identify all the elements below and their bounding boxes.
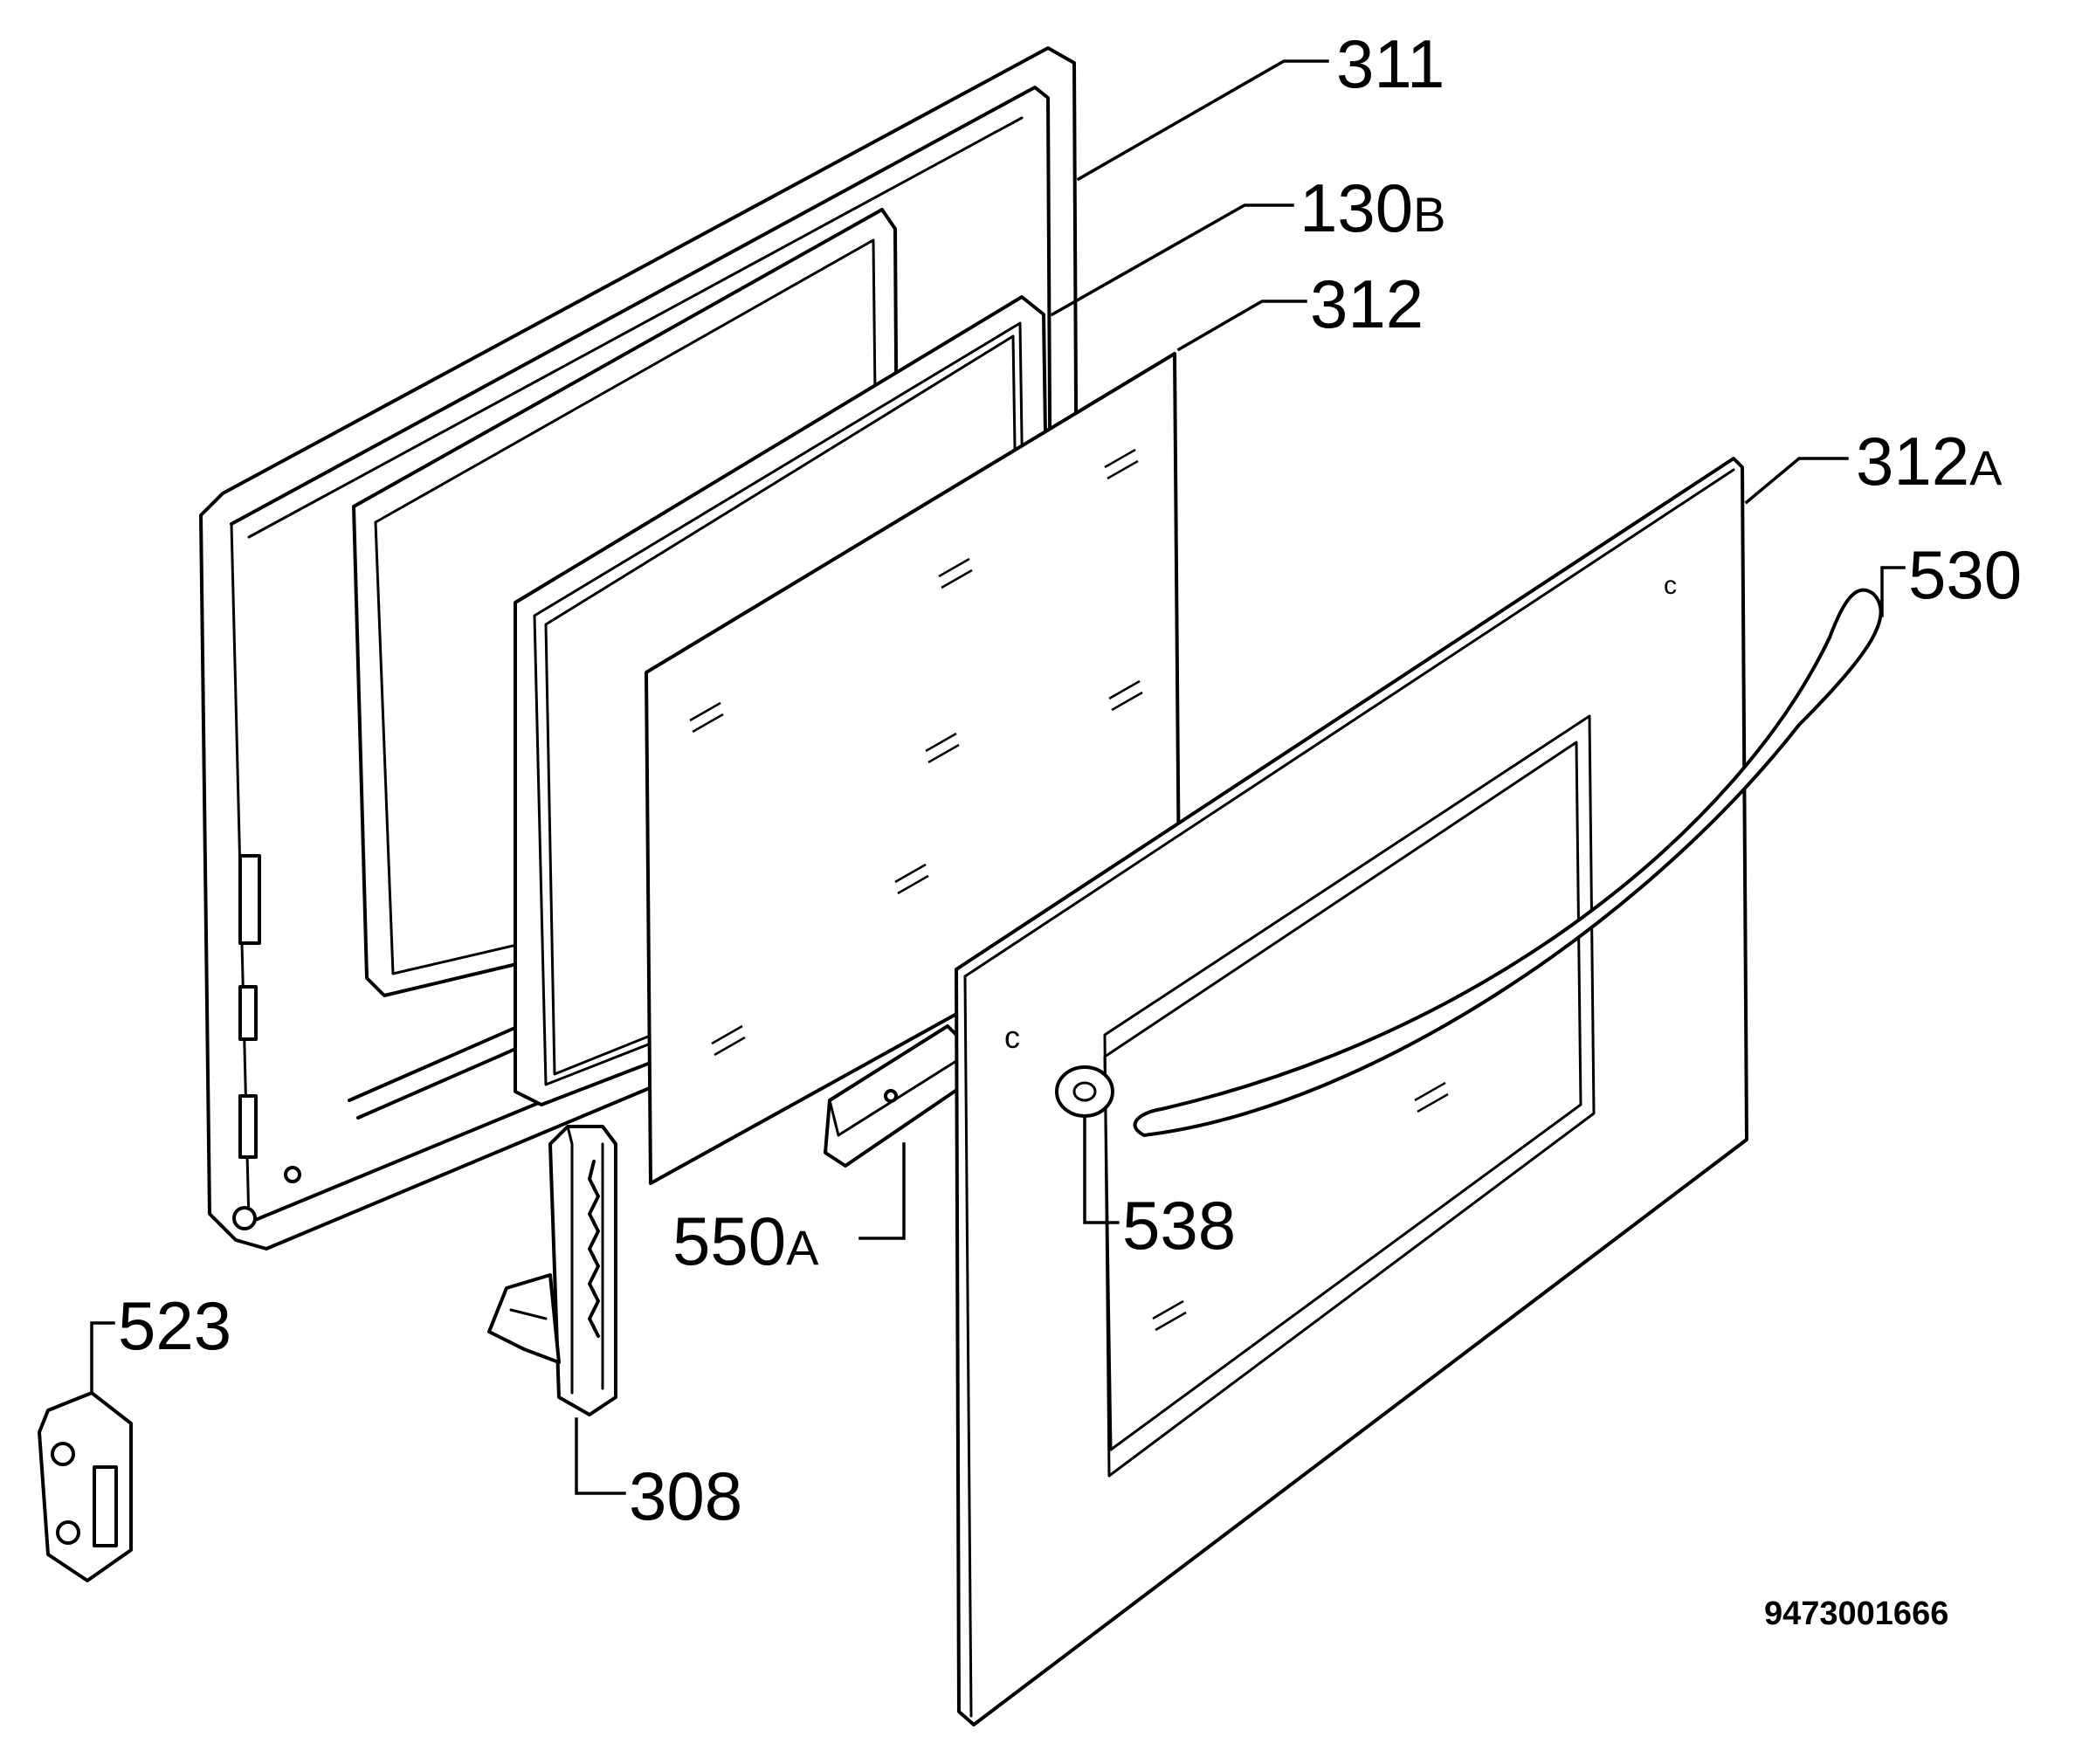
drawing-number: 9473001666: [1764, 1595, 1948, 1632]
leader-312a: [1744, 457, 1849, 505]
callout-523: 523: [118, 1287, 231, 1364]
svg-text:c: c: [1664, 571, 1677, 600]
part-523-door-catch: [38, 1391, 133, 1582]
leader-312: [1176, 300, 1307, 352]
callout-550a: 550A: [672, 1202, 819, 1279]
callout-530: 530: [1908, 536, 2022, 613]
callout-308: 308: [629, 1457, 742, 1534]
leader-523: [90, 1321, 115, 1395]
leader-550a: [858, 1142, 906, 1240]
leader-538: [1083, 1116, 1120, 1224]
part-308-hinge: [487, 1125, 617, 1416]
part-530-door-handle: [1133, 588, 1883, 1137]
callout-312a: 312A: [1856, 423, 2003, 500]
part-538-handle-cap: [1055, 1065, 1114, 1118]
callout-538: 538: [1122, 1187, 1236, 1264]
leader-308: [575, 1417, 626, 1495]
callout-130b: 130B: [1300, 169, 1446, 246]
callout-312: 312: [1310, 265, 1424, 342]
callout-311: 311: [1336, 25, 1444, 102]
leader-lines: [90, 59, 1906, 1495]
part-312a-outer-door-glass: c c: [955, 457, 1748, 1726]
leader-530: [1880, 566, 1906, 617]
svg-text:c: c: [1004, 1019, 1020, 1055]
callout-labels: 311 130B 312 312A 530 538 550A 523 308: [118, 25, 2022, 1534]
leader-311: [1076, 59, 1329, 182]
leader-130b: [1050, 203, 1294, 317]
